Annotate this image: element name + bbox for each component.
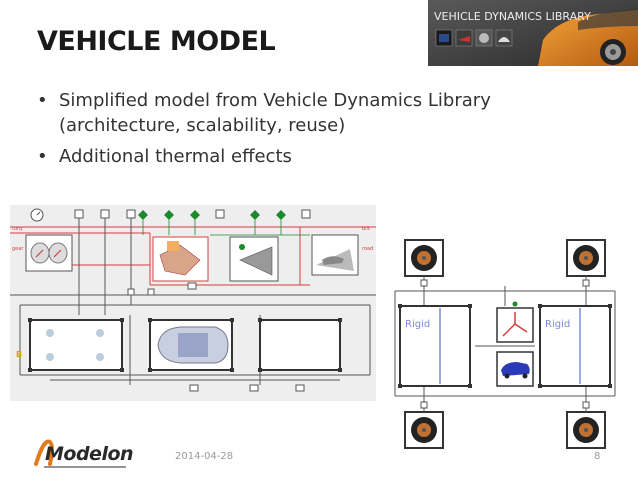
label-road: road xyxy=(362,246,373,252)
wheel-rear-left xyxy=(404,411,444,449)
vehicle-model-diagram: torq gear brk road B xyxy=(10,205,376,401)
chassis-diagram: Rigid Rigid xyxy=(394,239,616,449)
connector-icon xyxy=(301,209,311,219)
label-brake: brk xyxy=(362,226,370,232)
signal-green-icon xyxy=(164,210,174,220)
footer-date: 2014-04-28 xyxy=(175,451,234,462)
signal-green-icon xyxy=(250,210,260,220)
rigid-label-left: Rigid xyxy=(405,319,430,330)
wheel-front-right xyxy=(566,239,606,277)
signal-green-icon xyxy=(138,210,148,220)
bullet-item: • Additional thermal effects xyxy=(37,144,597,169)
bullet-text: Simplified model from Vehicle Dynamics L… xyxy=(59,90,491,136)
signal-green-icon xyxy=(190,210,200,220)
wheel-rear-right xyxy=(566,411,606,449)
vehicle-dynamics-banner: VEHICLE DYNAMICS LIBRARY xyxy=(428,0,638,66)
label-gear: gear xyxy=(12,246,24,252)
modelon-logo xyxy=(34,439,126,468)
rigid-block-right xyxy=(539,305,611,387)
connector-icon xyxy=(126,209,136,219)
bullet-item: • Simplified model from Vehicle Dynamics … xyxy=(37,88,597,138)
connector-icon xyxy=(74,209,84,219)
logo-text: Modelon xyxy=(45,443,134,465)
signal-green-icon xyxy=(276,210,286,220)
bullet-text: Additional thermal effects xyxy=(59,146,292,167)
slide-title: VEHICLE MODEL xyxy=(37,26,276,57)
wheel-front-left xyxy=(404,239,444,277)
label-torque: torq xyxy=(12,226,22,232)
bullet-dot-icon: • xyxy=(37,146,48,167)
connector-icon xyxy=(215,209,225,219)
banner-text: VEHICLE DYNAMICS LIBRARY xyxy=(434,10,591,23)
connector-icon xyxy=(100,209,110,219)
page-number: 8 xyxy=(594,451,601,462)
rigid-label-right: Rigid xyxy=(545,319,570,330)
bullet-list: • Simplified model from Vehicle Dynamics … xyxy=(37,88,597,175)
label-b: B xyxy=(16,350,22,359)
rigid-block-left xyxy=(399,305,471,387)
rear-suspension-block xyxy=(259,319,341,371)
bullet-dot-icon: • xyxy=(37,90,48,111)
front-suspension-block xyxy=(29,319,123,371)
